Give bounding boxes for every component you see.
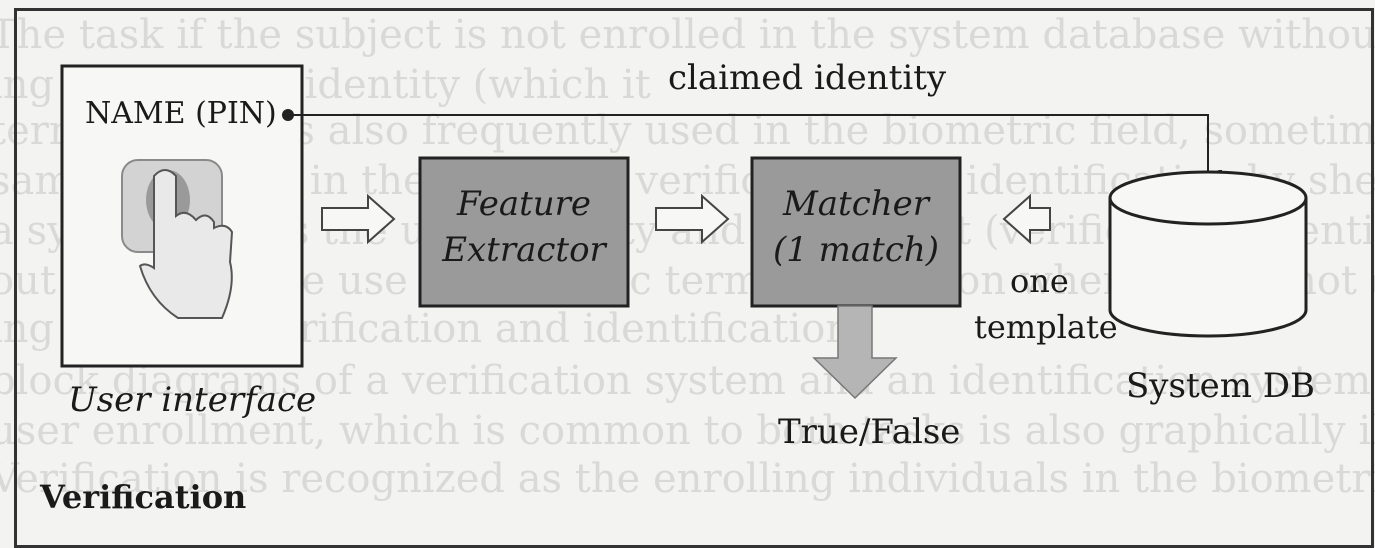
matcher-line: Matcher	[782, 184, 930, 224]
diagram-canvas	[60, 64, 1308, 400]
flow-arrow-to-extractor	[321, 193, 396, 245]
claimed-identity-label: claimed identity	[668, 58, 947, 98]
matcher-box	[750, 156, 962, 308]
one-label: one	[1010, 262, 1069, 300]
claimed-identity-connector	[288, 114, 1208, 176]
true-false-label: True/False	[778, 412, 961, 452]
feature-extractor-box	[418, 156, 630, 308]
verification-label: Verification	[40, 478, 247, 516]
feature-extractor-line: Extractor	[442, 230, 606, 270]
feature-extractor-line: Feature	[456, 184, 592, 224]
template-label: template	[974, 308, 1118, 346]
output-arrow	[812, 305, 898, 400]
user-interface-label: User interface	[68, 380, 317, 420]
flow-arrow-from-db	[1002, 193, 1051, 245]
system-db-label: System DB	[1126, 366, 1316, 406]
matcher-label: Matcher (1 match)	[752, 181, 960, 273]
flow-arrow-to-matcher	[655, 193, 730, 245]
name-pin-label: NAME (PIN)	[85, 96, 277, 131]
feature-extractor-label: Feature Extractor	[420, 181, 628, 273]
database-cylinder-icon	[1108, 170, 1308, 338]
matcher-line: (1 match)	[772, 230, 940, 270]
connector-dot	[282, 109, 294, 121]
finger-touch-icon	[121, 159, 234, 319]
